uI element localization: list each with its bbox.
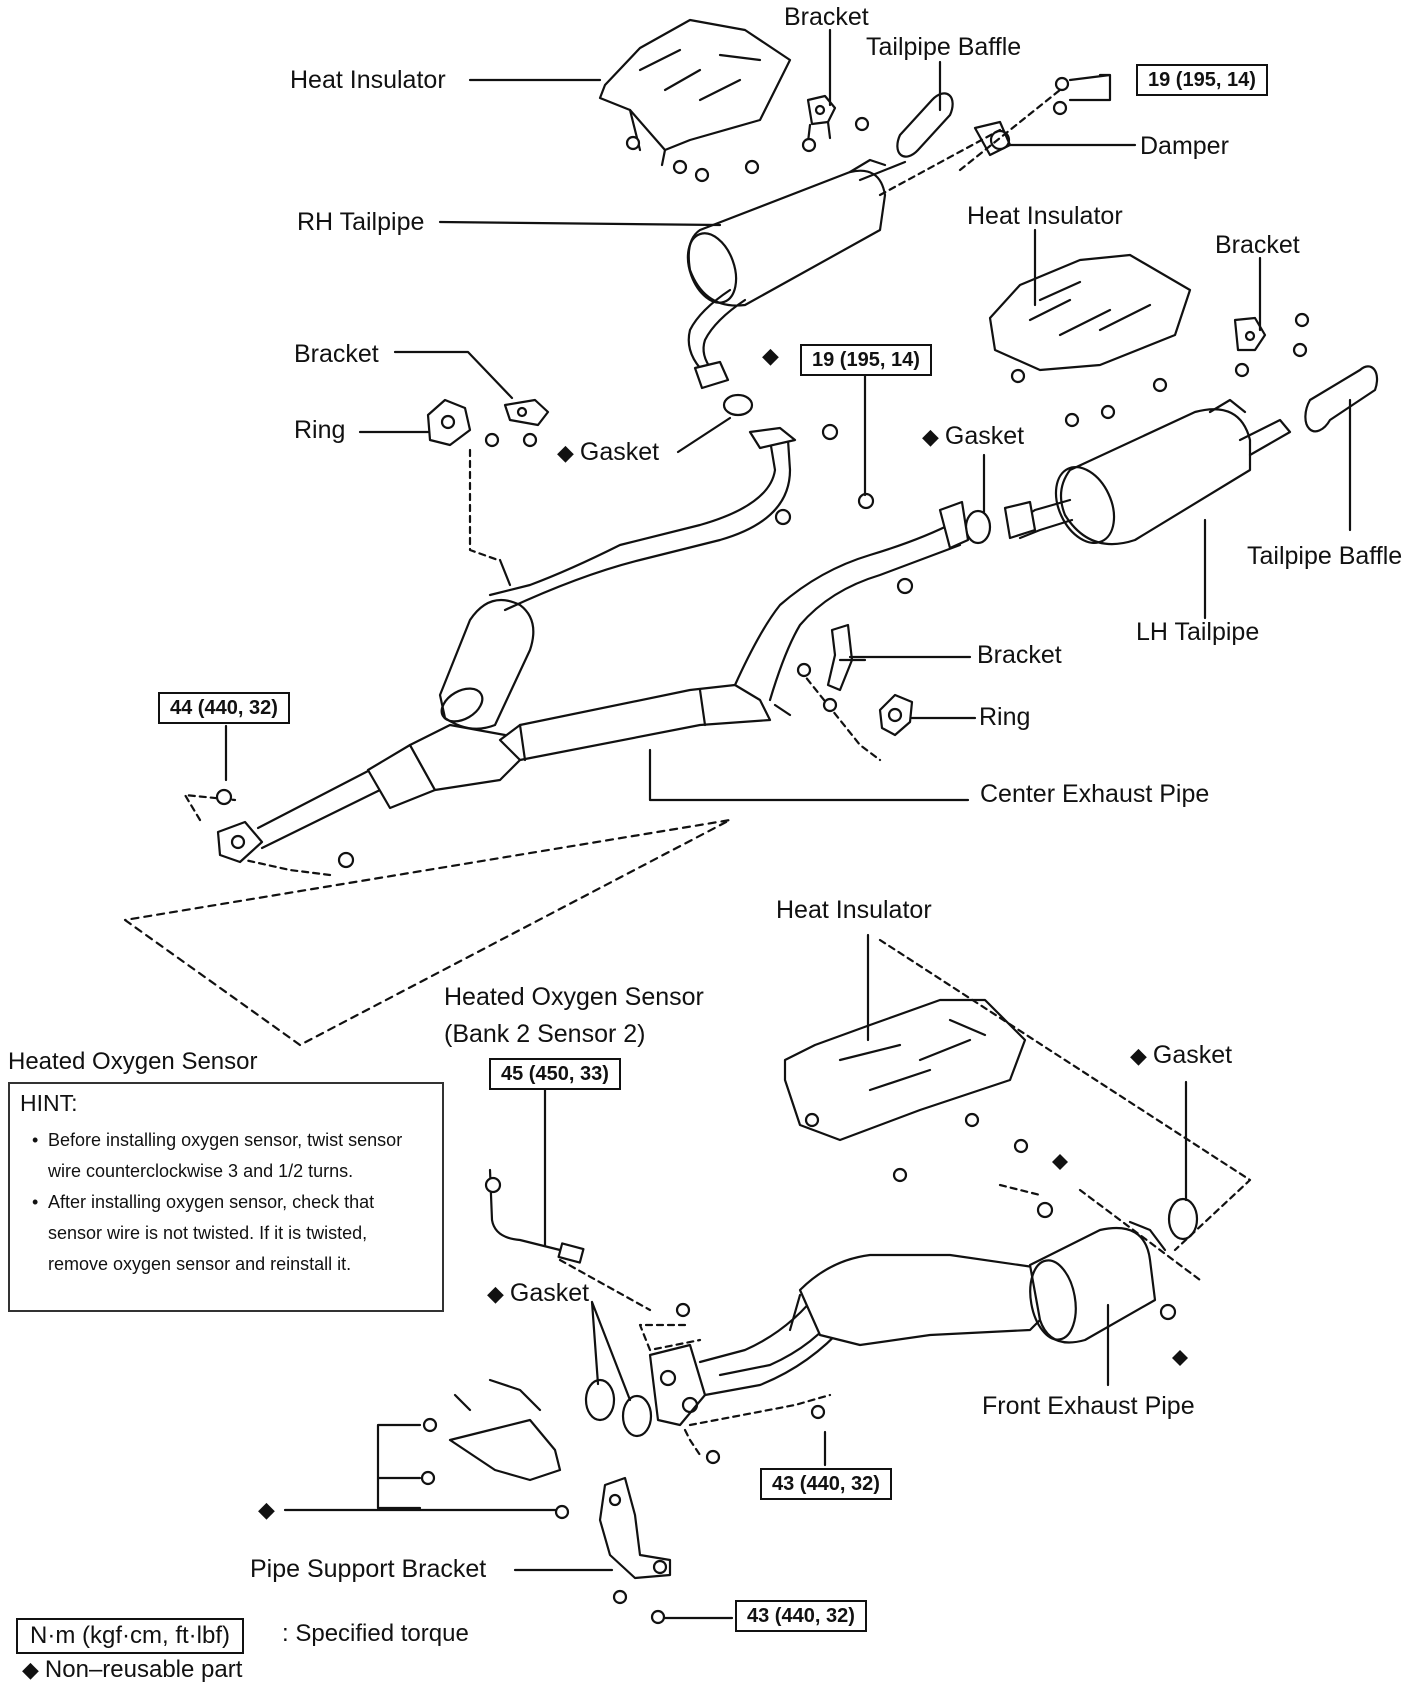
legend-torque-unit: N·m (kgf·cm, ft·lbf)	[16, 1618, 244, 1655]
label-gasket-bottom-right: ◆Gasket	[1130, 1041, 1233, 1069]
bolts-and-nuts	[215, 76, 1310, 1625]
label-bracket-top: Bracket	[784, 3, 869, 31]
label-damper: Damper	[1140, 132, 1229, 160]
bracket-top-part	[806, 94, 837, 144]
gasket-right-ring	[964, 509, 992, 545]
torque-spec-center-joint: 19 (195, 14)	[800, 344, 932, 376]
ring-left-part	[426, 398, 472, 447]
front-exhaust-pipe-part	[648, 1220, 1167, 1427]
label-ring-left: Ring	[294, 416, 346, 444]
label-oxygen-sensor-line2: (Bank 2 Sensor 2)	[444, 1020, 646, 1048]
label-center-exhaust-pipe: Center Exhaust Pipe	[980, 780, 1210, 808]
hint-item: After installing oxygen sensor, check th…	[32, 1187, 432, 1280]
legend-nonreusable: ◆Non–reusable part	[22, 1656, 243, 1683]
gasket-center-ring	[722, 393, 754, 417]
torque-spec-oxygen-sensor: 45 (450, 33)	[489, 1058, 621, 1090]
tailpipe-baffle-right-part	[1304, 365, 1379, 433]
exhaust-manifold-stub	[448, 1378, 562, 1482]
hint-list: Before installing oxygen sensor, twist s…	[20, 1125, 432, 1280]
hint-title: HINT:	[20, 1090, 78, 1116]
heated-oxygen-sensor-part	[484, 1168, 585, 1264]
torque-spec-center-inlet: 44 (440, 32)	[158, 692, 290, 724]
label-nonreusable-diamond: ◆	[258, 1497, 275, 1522]
legend-torque-desc: : Specified torque	[282, 1620, 469, 1647]
label-nonreusable-mark-1: ◆	[1066, 1156, 1089, 1181]
label-bracket-left: Bracket	[294, 340, 379, 368]
label-tailpipe-baffle-right: Tailpipe Baffle	[1247, 542, 1403, 570]
torque-spec-front-pipe: 43 (440, 32)	[760, 1468, 892, 1500]
label-bracket-center: Bracket	[977, 641, 1062, 669]
heat-insulator-right-part	[988, 253, 1192, 372]
label-rh-tailpipe: RH Tailpipe	[297, 208, 425, 236]
hint-item: Before installing oxygen sensor, twist s…	[32, 1125, 432, 1187]
label-heat-insulator-right: Heat Insulator	[967, 202, 1123, 230]
nonreusable-markers	[1052, 1154, 1188, 1366]
label-heat-insulator-bottom: Heat Insulator	[776, 896, 932, 924]
hint-heading: Heated Oxygen Sensor	[8, 1048, 258, 1075]
heat-insulator-top-part	[598, 18, 792, 167]
pipe-support-bracket-part	[598, 1476, 672, 1580]
center-exhaust-pipe-part	[216, 426, 970, 864]
hint-box: HINT: Before installing oxygen sensor, t…	[8, 1082, 444, 1312]
bracket-center-part	[826, 623, 867, 692]
label-nonreusable-mark-2: ◆	[762, 343, 779, 368]
ring-center-part	[878, 693, 914, 737]
bracket-left-part	[503, 398, 550, 427]
gasket-bottom-right-ring	[1167, 1197, 1199, 1241]
label-front-exhaust-pipe: Front Exhaust Pipe	[982, 1392, 1195, 1420]
label-oxygen-sensor-line1: Heated Oxygen Sensor	[444, 983, 704, 1011]
label-heat-insulator-top: Heat Insulator	[290, 66, 446, 94]
bracket-right-part	[1233, 316, 1267, 352]
label-gasket-right: ◆Gasket	[922, 422, 1025, 450]
label-gasket-center: ◆Gasket	[557, 438, 660, 466]
gasket-bottom-left-ring-1	[584, 1378, 616, 1422]
lh-tailpipe-muffler	[1003, 398, 1292, 546]
tailpipe-baffle-top-part	[896, 92, 954, 158]
label-tailpipe-baffle-top: Tailpipe Baffle	[866, 33, 1022, 61]
damper-part	[973, 120, 1012, 157]
label-lh-tailpipe: LH Tailpipe	[1136, 618, 1260, 646]
label-gasket-bottom-left: ◆Gasket	[487, 1279, 590, 1307]
label-pipe-support-bracket: Pipe Support Bracket	[250, 1555, 487, 1583]
label-bracket-right: Bracket	[1215, 231, 1300, 259]
label-ring-center: Ring	[979, 703, 1031, 731]
heat-insulator-bottom-part	[783, 998, 1027, 1142]
rh-tailpipe-muffler	[686, 158, 907, 390]
gasket-bottom-left-ring-2	[621, 1394, 653, 1438]
torque-spec-tailpipe-bracket: 19 (195, 14)	[1136, 64, 1268, 96]
torque-spec-support-bracket: 43 (440, 32)	[735, 1600, 867, 1632]
leader-lines	[224, 28, 1352, 1620]
